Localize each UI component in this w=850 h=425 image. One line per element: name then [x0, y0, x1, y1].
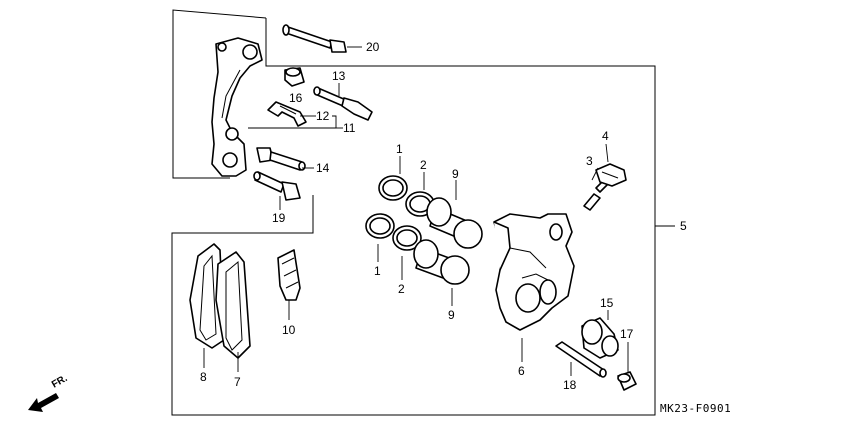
bolt-19[interactable]: [253, 171, 301, 201]
label-16: 16: [289, 91, 303, 105]
front-direction-arrow-icon: [28, 393, 59, 412]
brake-pad-8[interactable]: [189, 243, 225, 349]
label-15: 15: [600, 296, 614, 310]
bleeder-cap-4[interactable]: [595, 163, 627, 187]
label-11: 11: [343, 121, 356, 135]
piston-seal-1-lower[interactable]: [365, 213, 395, 239]
dust-seal-2-lower[interactable]: [392, 225, 422, 251]
label-9-upper: 9: [452, 167, 459, 181]
label-19: 19: [272, 211, 286, 225]
boot-17[interactable]: [617, 371, 637, 391]
label-3: 3: [586, 154, 593, 168]
brake-pad-7[interactable]: [215, 251, 251, 359]
piston-9-lower[interactable]: [413, 239, 470, 285]
pad-spring-10[interactable]: [277, 249, 301, 301]
label-1-lower: 1: [374, 264, 381, 278]
bolt-20[interactable]: [282, 24, 347, 53]
pin-bolt-14[interactable]: [256, 147, 306, 171]
caliper-body-6[interactable]: [493, 213, 575, 331]
retainer-clip-12[interactable]: [267, 101, 307, 127]
bleeder-valve-3[interactable]: [583, 179, 609, 211]
label-14: 14: [316, 161, 330, 175]
label-4: 4: [602, 129, 609, 143]
pin-18[interactable]: [555, 341, 607, 378]
label-7: 7: [234, 375, 241, 389]
label-8: 8: [200, 370, 207, 384]
bracket-group-frame: [172, 9, 267, 179]
caliper-bracket[interactable]: [211, 37, 263, 177]
pin-13[interactable]: [313, 86, 373, 121]
piston-9-upper[interactable]: [426, 197, 483, 249]
piston-seal-1-upper[interactable]: [378, 175, 408, 201]
label-20: 20: [366, 40, 380, 54]
label-13: 13: [332, 69, 346, 83]
front-direction-label: FR.: [50, 373, 70, 391]
label-12: 12: [316, 109, 330, 123]
label-9-lower: 9: [448, 308, 455, 322]
label-1-upper: 1: [396, 142, 403, 156]
caliper-assembly-frame: [171, 18, 656, 416]
label-2-upper: 2: [420, 158, 427, 172]
label-6: 6: [518, 364, 525, 378]
diagram-code: MK23-F0901: [660, 402, 731, 415]
label-5: 5: [680, 219, 687, 233]
label-2-lower: 2: [398, 282, 405, 296]
label-17: 17: [620, 327, 634, 341]
label-10: 10: [282, 323, 296, 337]
pin-boot-15[interactable]: [581, 317, 619, 359]
boot-16[interactable]: [284, 67, 305, 87]
label-18: 18: [563, 378, 577, 392]
